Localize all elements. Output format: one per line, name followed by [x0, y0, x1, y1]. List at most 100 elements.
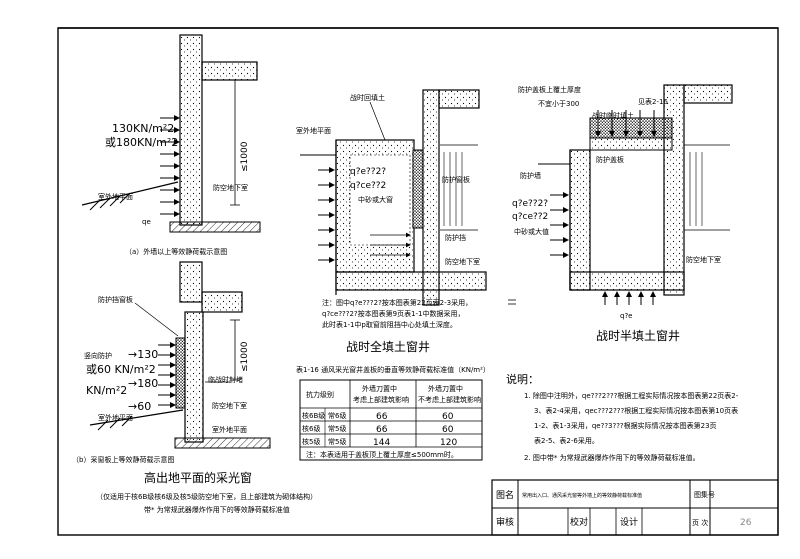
title-block: 图名 常用出入口、通风采光窗等外墙上的等效静荷载标准值 图集号 审核 校对 设计… — [491, 479, 779, 536]
title-block-review-label: 审核 — [496, 516, 514, 528]
fig-d-q1: q?e??2? — [512, 199, 548, 209]
fig-a-slab — [201, 61, 258, 81]
fig-c-ground-label: 室外地平面 — [296, 126, 331, 135]
fig-a-load-upper: 130KN/m²2 — [112, 122, 174, 135]
title-block-page-label: 页 次 — [692, 518, 708, 527]
fig-d-title: 战时半填土窗井 — [596, 329, 680, 343]
fig-d-cover-soil — [589, 117, 673, 139]
table-row-2-v1: 66 — [376, 425, 388, 435]
fig-c-note-1: 注：图中q?e???2?按本图表第22页表2-3采用， — [322, 298, 472, 307]
figure-a: ≤1000 130KN/m²2 或180KN/m²2 室外地平面 防空地下室 q… — [81, 34, 261, 256]
fig-b-load-l4: KN/m²2 — [86, 384, 127, 397]
fig-d-qe-label: q?e — [620, 312, 632, 320]
table-border — [299, 379, 483, 461]
notes-1-line-2: 3、表2-4采用，qec???2???根据工程实际情况按本图表第10页表 — [534, 406, 738, 415]
fig-d-wall-left — [569, 149, 591, 291]
fig-b-title: 高出地平面的采光窗 — [144, 470, 252, 485]
title-block-name-value: 常用出入口、通风采光窗等外墙上的等效静荷载标准值 — [522, 492, 642, 499]
fig-c-load-arrows — [318, 167, 335, 263]
table-row-3-v1: 144 — [373, 438, 390, 448]
fig-a-floor — [169, 221, 261, 233]
fig-d-protect-label: 防护盖板 — [596, 155, 624, 164]
table-title: 表1-16 通风采光窗井盖板的垂直等效静荷载标准值（KN/m²） — [296, 365, 490, 374]
fig-b-load-arrows — [158, 342, 176, 408]
fig-c-basement-label: 防空地下室 — [445, 257, 480, 266]
fig-b-ground-label: 室外地平面 — [98, 413, 133, 422]
fig-a-wall — [179, 34, 203, 226]
figure-c: 战时回填土 室外地平面 q?e??2? q?ce??2 中砂或大窗 防护窗板 防… — [296, 89, 487, 354]
fig-b-ground-label-2: 室外地平面 — [212, 425, 247, 434]
table-row-3-grade-b: 常5级 — [328, 437, 346, 446]
fig-c-q1: q?e??2? — [350, 167, 386, 177]
fig-a-caption: （a）外墙以上等效静荷载示意图 — [125, 247, 227, 256]
table-row-1-grade-a: 核6B级 — [302, 411, 325, 420]
figure-d: 防护盖板上覆土厚度 不宜小于300 战时临时填土 见表2-16 防护盖板 防护墙… — [508, 84, 733, 343]
title-block-check-label: 校对 — [570, 516, 588, 528]
table-row-2-v2: 60 — [442, 425, 454, 435]
fig-b-note-2: 带* 为常规武器爆炸作用下的等效静荷载标准值 — [144, 505, 290, 514]
table-row-1-v2: 60 — [442, 412, 454, 422]
table-note: 注：本表适用于盖板顶上覆土厚度≤500mm时。 — [306, 450, 458, 459]
fig-b-window-panel — [175, 337, 186, 409]
fig-d-core-label: 中砂或大值 — [514, 227, 549, 236]
notes-1-line-4: 表2-5、表2-6采用。 — [534, 436, 599, 445]
fig-c-grille-label: 防护挡 — [445, 233, 466, 242]
table-row-1-v1: 66 — [376, 412, 388, 422]
fig-c-note-2: q?ce???2?按本图表第9页表1-1中数据采用， — [322, 309, 465, 318]
table-header-col1-top: 外墙刀置中 — [362, 384, 397, 393]
table-row-3-grade-a: 核5级 — [302, 437, 320, 446]
fig-a-basement-label: 防空地下室 — [213, 183, 248, 192]
fig-b-slab — [201, 291, 243, 313]
fig-c-protect-label: 防护窗板 — [442, 175, 470, 184]
notes-1-line-1: 1. 除图中注明外，qe???2???根据工程实际情况按本图表第22页表2- — [524, 391, 739, 400]
fig-b-caption: （b）采窗板上等效静荷载示意图 — [72, 455, 174, 464]
fig-d-cover-plate — [589, 137, 673, 151]
fig-b-dim: ≤1000 — [240, 341, 250, 372]
table-row-2-grade-a: 核6级 — [302, 424, 320, 433]
fig-d-base — [569, 271, 685, 291]
fig-b-wall-upper — [179, 261, 203, 303]
fig-a-load-lower: 或180KN/m²2 — [105, 136, 178, 149]
fig-c-title: 战时全填土窗井 — [346, 339, 430, 354]
fig-c-inner-arrows — [370, 232, 411, 258]
title-block-sheet-label: 图集号 — [694, 490, 715, 499]
fig-d-wall-top — [683, 84, 733, 104]
fig-b-load-l2: 或60 KN/m²2 — [86, 363, 156, 376]
title-block-name-label: 图名 — [496, 489, 514, 501]
table-header-col1-bottom: 考虑上部建筑影响 — [353, 395, 409, 404]
fig-c-wall-top — [438, 89, 480, 109]
fig-d-load-arrows-bottom — [602, 291, 656, 305]
table-row-2-grade-b: 常5级 — [328, 424, 346, 433]
fig-c-window-panel — [412, 149, 424, 229]
figure-b: ≤1000 防护挡窗板 竖向防护 →130 或60 KN/m²2 →180 KN… — [72, 261, 317, 514]
fig-c-wall-left — [422, 89, 440, 306]
title-block-page-value: 26 — [740, 518, 752, 528]
fig-c-core-label: 中砂或大窗 — [358, 195, 393, 204]
fig-b-basement-label: 防空地下室 — [212, 401, 247, 410]
fig-b-wall-lower — [184, 311, 204, 443]
title-block-design-label: 设计 — [620, 516, 638, 528]
fig-c-note-3: 此时表1-1中p取窗前阻挡中心处填土深度。 — [322, 320, 457, 329]
fig-c-base — [335, 271, 487, 291]
table-row-1-grade-b: 常6级 — [328, 411, 346, 420]
fig-b-side-label: 竖向防护 — [84, 351, 112, 360]
fig-d-fill-label: 战时临时填土 — [592, 111, 634, 120]
fig-c-grille — [440, 144, 478, 231]
fig-b-wall-label: 临战时封堵 — [208, 375, 243, 384]
notes-1-line-3: 1-2、表1-3采用，qe??3???根据实际情况按本图表第23页 — [534, 421, 717, 430]
fig-a-ground-label: 室外地平面 — [98, 192, 133, 201]
fig-d-load-arrows-left — [550, 192, 569, 258]
fig-d-grille — [684, 144, 730, 231]
table-header-grade: 抗力级别 — [306, 390, 334, 399]
fig-d-q2: q?ce??2 — [512, 212, 548, 222]
fig-c-fill-core — [349, 154, 411, 246]
fig-d-basement-label: 防空地下室 — [686, 255, 721, 264]
fig-b-load-l3: →180 — [128, 377, 158, 390]
table-header-col2-top: 外墙刀置中 — [428, 384, 463, 393]
notes-heading: 说明： — [506, 372, 539, 386]
fig-d-min-label: 不宜小于300 — [538, 99, 579, 108]
table-header-col2-bottom: 不考虑上部建筑影响 — [418, 395, 481, 404]
fig-d-wall-right — [663, 84, 685, 296]
fig-b-floor — [174, 437, 271, 449]
